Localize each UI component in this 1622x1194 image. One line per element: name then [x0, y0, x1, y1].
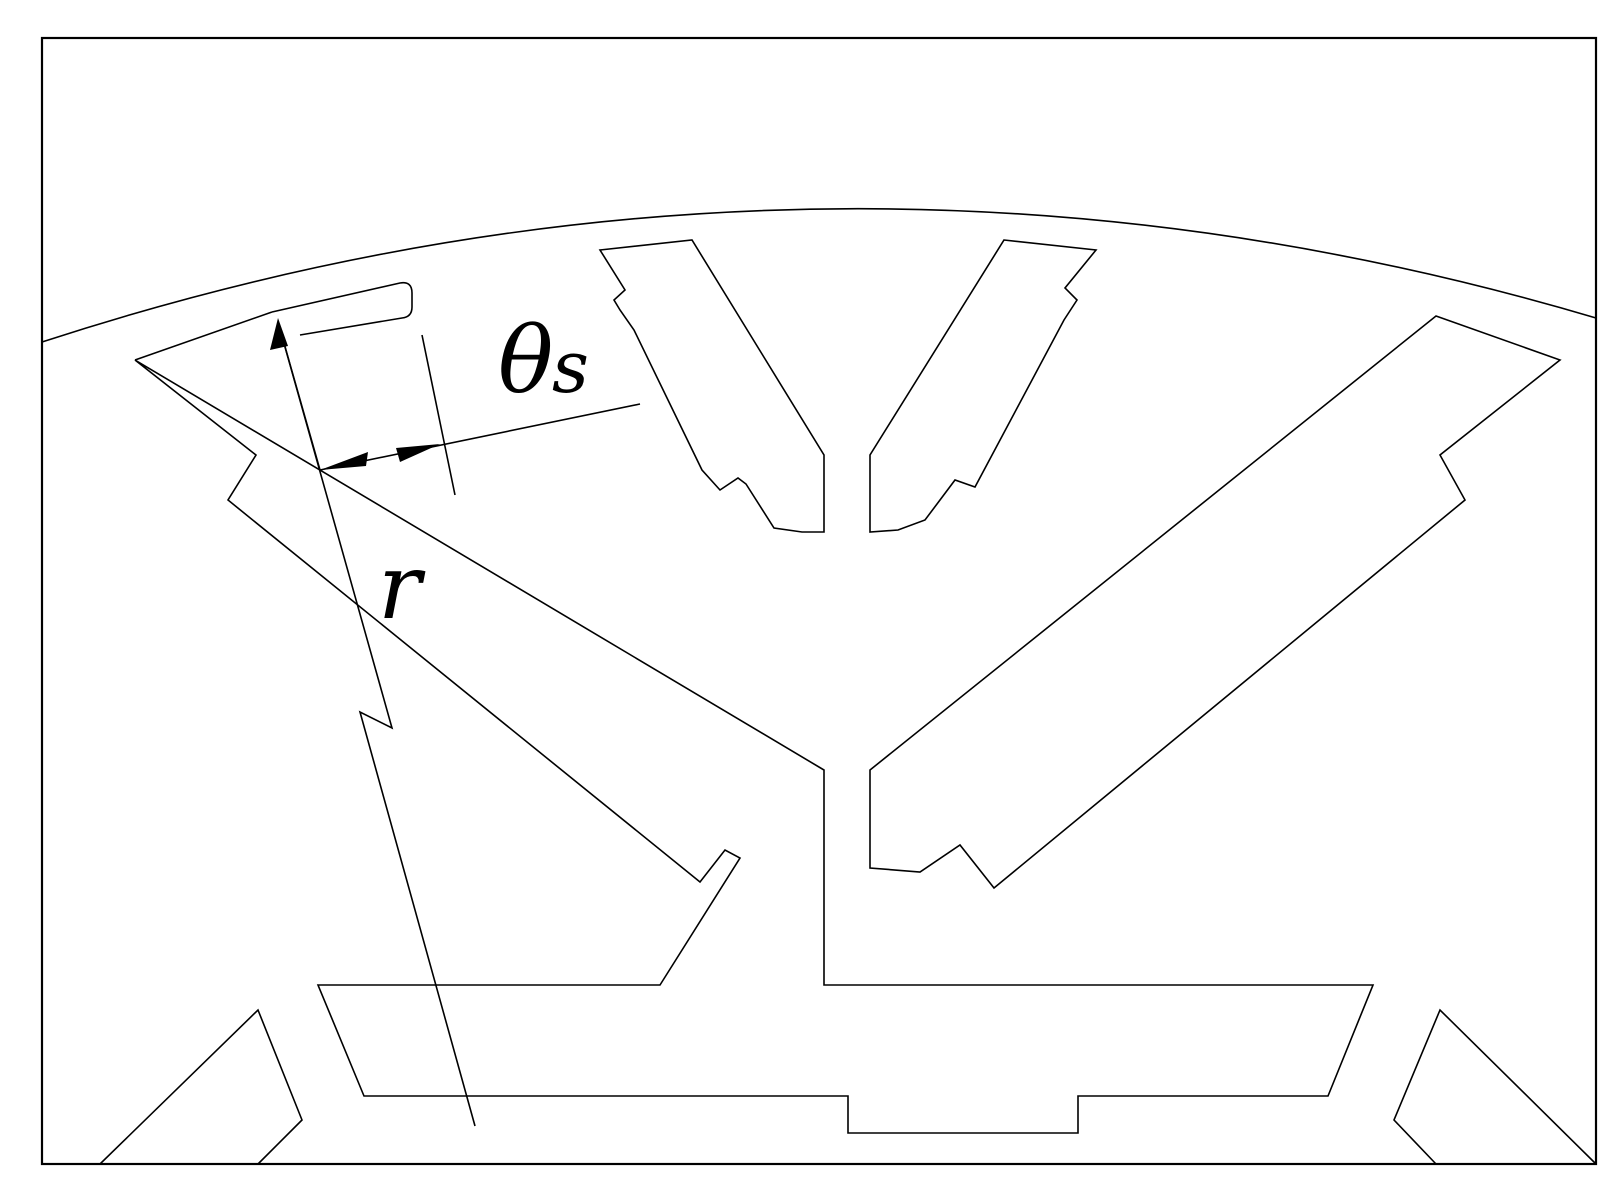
- left-upper-slot: [271, 281, 413, 336]
- radius-dimension-line: [277, 321, 476, 1127]
- center-left-upper-slot: [598, 239, 825, 533]
- theta-arrowhead-right: [396, 444, 440, 462]
- theta-extension-line-left: [277, 321, 321, 471]
- right-large-tooth: [869, 315, 1562, 890]
- theta-subscript-label: s: [552, 325, 589, 409]
- center-right-upper-slot: [869, 239, 1098, 533]
- left-large-tooth: [134, 359, 1375, 1134]
- theta-arrowhead-left: [320, 452, 368, 470]
- theta-symbol-label: θ: [498, 307, 553, 414]
- figure-border: [40, 36, 1598, 1166]
- radius-label: r: [378, 535, 426, 640]
- outer-arc: [41, 207, 1597, 343]
- bottom-left-slot: [99, 1008, 303, 1165]
- left-upper-pole-outline: [134, 311, 273, 361]
- theta-extension-line-right: [421, 334, 456, 496]
- bottom-right-slot: [1393, 1008, 1597, 1165]
- theta-dimension-line: [319, 403, 641, 471]
